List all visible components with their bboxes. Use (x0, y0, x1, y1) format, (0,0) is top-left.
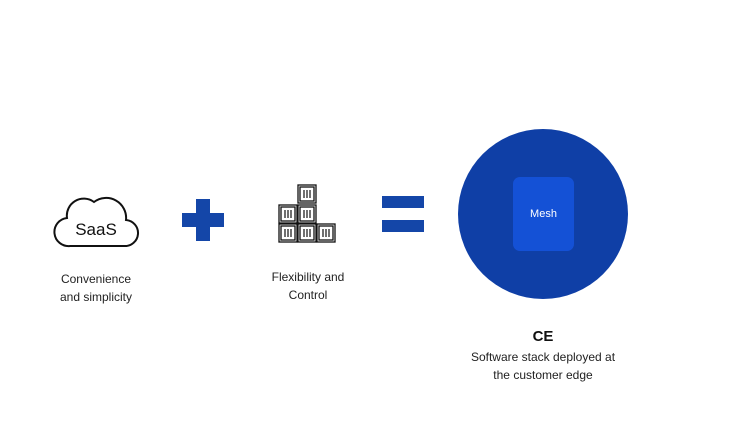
ce-subtitle-line1: Software stack deployed at (470, 350, 616, 364)
containers-caption-line2: Control (288, 288, 328, 302)
ce-title: CE (532, 328, 554, 345)
cloud-icon (53, 196, 139, 248)
saas-label: SaaS (75, 220, 117, 239)
containers-icon (278, 184, 336, 243)
ce-circle: Mesh (458, 129, 628, 299)
containers-caption-line1: Flexibility and (271, 270, 345, 284)
mesh-box: Mesh (513, 177, 574, 251)
ce-subtitle-line2: the customer edge (493, 368, 593, 382)
saas-caption-line1: Convenience (60, 272, 132, 286)
saas-caption-line2: and simplicity (59, 290, 133, 304)
